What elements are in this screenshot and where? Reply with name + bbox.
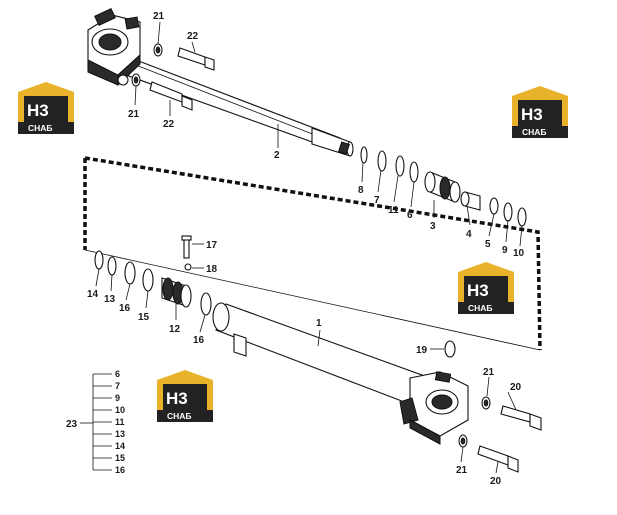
bolt-22-lower <box>131 73 193 111</box>
callout-11: 11 <box>388 205 399 216</box>
kit-item-label: 15 <box>115 453 125 463</box>
callout-10: 10 <box>513 248 525 259</box>
kit-item-label: 7 <box>115 381 120 391</box>
leader-lines <box>95 21 523 474</box>
o-ring-19 <box>444 340 456 358</box>
callout-labels: 21 22 21 22 2 8 7 11 6 3 4 5 9 10 14 13 … <box>87 11 525 487</box>
callout-6: 6 <box>407 210 413 221</box>
callout-5: 5 <box>485 239 491 250</box>
bolt-20-upper <box>481 396 542 431</box>
svg-text:СНАБ: СНАБ <box>28 123 53 133</box>
set-screw-and-ball <box>181 235 192 271</box>
callout-13: 13 <box>104 294 116 305</box>
kit-item-label: 9 <box>115 393 120 403</box>
callout-9: 9 <box>502 245 508 256</box>
callout-21-barrel-top: 21 <box>483 367 495 378</box>
callout-22-top: 22 <box>187 31 199 42</box>
callout-1: 1 <box>316 318 322 329</box>
callout-2: 2 <box>274 150 280 161</box>
svg-text:H3: H3 <box>521 105 543 124</box>
watermark-logo-middle-right: H3 СНАБ <box>458 262 514 314</box>
piston-rod <box>111 51 354 157</box>
exploded-view-boundary <box>83 156 542 351</box>
callout-12: 12 <box>169 324 181 335</box>
callout-21-top: 21 <box>153 11 165 22</box>
kit-item-label: 6 <box>115 369 120 379</box>
kit-item-label: 16 <box>115 465 125 475</box>
boundary-connector-line <box>84 249 541 351</box>
svg-text:СНАБ: СНАБ <box>468 303 493 313</box>
callout-8: 8 <box>358 185 364 196</box>
kit-item-label: 10 <box>115 405 125 415</box>
callout-15: 15 <box>138 312 150 323</box>
kit-item-label: 14 <box>115 441 125 451</box>
svg-text:H3: H3 <box>27 101 49 120</box>
callout-16-left: 16 <box>119 303 131 314</box>
bushing-and-rings <box>460 191 527 227</box>
gland <box>424 171 461 203</box>
callout-22-rod: 22 <box>163 119 175 130</box>
svg-text:H3: H3 <box>166 389 188 408</box>
kit-item-label: 13 <box>115 429 125 439</box>
callout-19: 19 <box>416 345 428 356</box>
callout-18: 18 <box>206 264 218 275</box>
kit-item-label: 11 <box>115 417 125 427</box>
callout-14: 14 <box>87 289 99 300</box>
kit-label-23: 23 <box>66 419 78 430</box>
callout-21-rod: 21 <box>128 109 140 120</box>
rod-eye-top <box>87 8 141 87</box>
callout-16-right: 16 <box>193 335 205 346</box>
piston <box>161 277 192 308</box>
callout-17: 17 <box>206 240 218 251</box>
watermark-logo-top-left: H3 СНАБ <box>18 82 74 134</box>
seal-16-right <box>200 292 212 316</box>
svg-text:СНАБ: СНАБ <box>167 411 192 421</box>
repair-kit-list: 23 6 7 9 10 11 13 14 15 16 <box>66 369 125 475</box>
watermark-logo-bottom-left: H3 СНАБ <box>157 370 213 422</box>
callout-4: 4 <box>466 229 472 240</box>
svg-text:H3: H3 <box>467 281 489 300</box>
callout-21-barrel-bottom: 21 <box>456 465 468 476</box>
barrel-end-eye <box>399 371 469 445</box>
rod-seals <box>360 146 419 183</box>
bolt-22-upper <box>153 43 215 71</box>
callout-7: 7 <box>374 195 380 206</box>
cylinder-barrel <box>212 302 431 409</box>
callout-20-top: 20 <box>510 382 522 393</box>
piston-seals <box>94 250 154 292</box>
callout-20-bottom: 20 <box>490 476 502 487</box>
callout-3: 3 <box>430 221 436 232</box>
bolt-20-lower <box>458 434 519 473</box>
svg-text:СНАБ: СНАБ <box>522 127 547 137</box>
watermark-logo-top-right: H3 СНАБ <box>512 86 568 138</box>
kit-items: 6 7 9 10 11 13 14 15 16 <box>93 369 125 475</box>
